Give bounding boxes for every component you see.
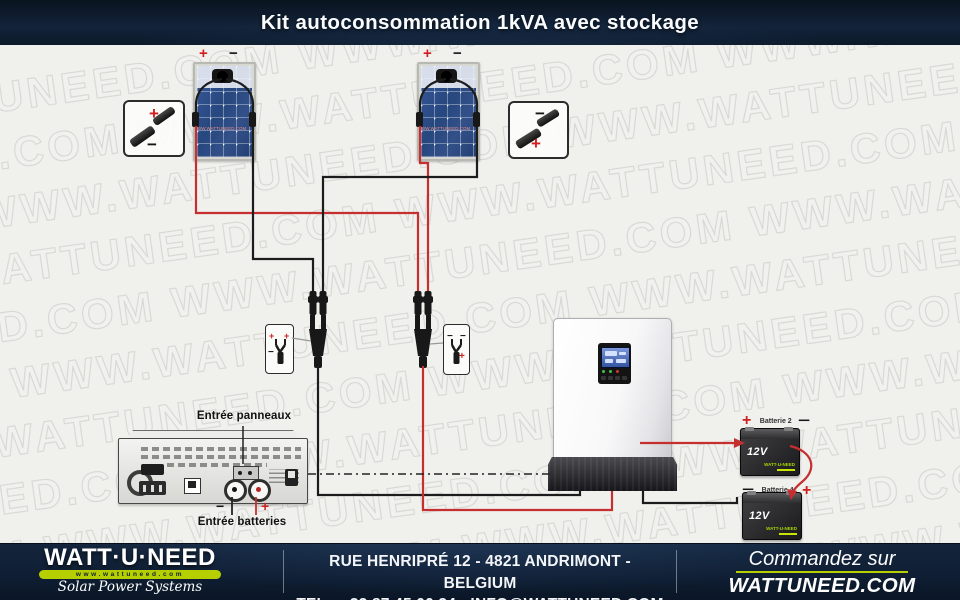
cta-website-link[interactable]: WATTUNEED.COM xyxy=(728,574,916,597)
footer-divider xyxy=(676,550,677,593)
minus-sign: − xyxy=(447,331,453,342)
rj45-hole xyxy=(188,481,196,488)
power-switch-icon xyxy=(285,469,298,486)
led-red xyxy=(616,370,619,373)
battery-brand: WATT-U-NEED xyxy=(764,462,795,467)
minus-sign: − xyxy=(147,135,157,154)
footer-divider xyxy=(283,550,284,593)
branch-detail-box-left: + + − xyxy=(265,324,294,374)
battery2-label-row: + Batterie 2 − xyxy=(742,412,811,432)
pv-hole xyxy=(238,470,242,475)
plus-sign: + xyxy=(284,331,290,341)
battery-negative-terminal xyxy=(747,491,756,495)
inverter-front xyxy=(553,318,672,461)
y-branch-mini-icon xyxy=(450,339,462,364)
page-title: Kit autoconsommation 1kVA avec stockage xyxy=(260,11,700,34)
plus-sign: + xyxy=(149,104,159,123)
rear-unit-body xyxy=(118,438,308,504)
mc4-detail-box-right: − + xyxy=(508,101,569,159)
panel-watermark: WW.WATTUNEED.COM xyxy=(197,126,247,131)
panel2-plus-sign: + xyxy=(423,45,432,62)
junction-box-icon xyxy=(212,69,233,83)
inverter-lcd xyxy=(601,347,630,368)
battery-voltage: 12V xyxy=(749,510,770,522)
pv-input-label: Entrée panneaux xyxy=(196,410,292,422)
order-cta[interactable]: Commandez sur WATTUNEED.COM xyxy=(712,548,932,596)
plus-sign: + xyxy=(742,412,752,429)
mc4-detail-box-left: + − xyxy=(123,100,185,157)
rj45-port-icon xyxy=(184,478,201,494)
battery-negative-terminal xyxy=(784,427,793,431)
battery-brand: WATT-U-NEED xyxy=(766,526,797,531)
pv-input-connector xyxy=(233,466,259,480)
website-pill: www.wattuneed.com xyxy=(39,570,221,579)
battery-brand-bar xyxy=(777,468,795,471)
inverter-button xyxy=(615,376,620,380)
battery-brand-bar xyxy=(779,532,797,535)
cta-underline xyxy=(736,571,908,573)
vent-grille xyxy=(167,463,267,467)
inverter-button xyxy=(622,376,627,380)
inverter-button xyxy=(601,376,606,380)
battery-name: Batterie 4 xyxy=(761,487,794,494)
solar-panel-2: WW.WATTUNEED.COM xyxy=(417,62,480,161)
junction-box-icon xyxy=(436,69,457,83)
inverter-button xyxy=(608,376,613,380)
battery-terminal-positive xyxy=(248,479,271,502)
vent-grille xyxy=(141,447,301,451)
panel2-minus-sign: − xyxy=(453,45,462,62)
footer-bar: WATT·U·NEED www.wattuneed.com Solar Powe… xyxy=(0,543,960,600)
battery-input-label: Entrée batteries xyxy=(197,516,287,528)
plus-sign: + xyxy=(261,498,270,514)
contact-block: RUE HENRIPRÉ 12 - 4821 ANDRIMONT - BELGI… xyxy=(295,551,665,600)
panel1-minus-sign: − xyxy=(229,45,238,62)
minus-sign: − xyxy=(798,412,811,428)
battery-positive-terminal xyxy=(745,427,754,431)
battery-terminal-negative xyxy=(224,479,247,502)
inverter-base xyxy=(548,457,677,491)
vent-grille xyxy=(141,455,301,459)
solar-panel-1: WW.WATTUNEED.COM xyxy=(193,62,256,161)
cta-line1: Commandez sur xyxy=(748,548,896,570)
minus-sign: − xyxy=(535,104,545,123)
ac-terminal-block xyxy=(139,481,166,495)
brand-tagline: Solar Power Systems xyxy=(57,579,203,595)
battery-top xyxy=(741,429,799,439)
plus-sign: + xyxy=(531,134,541,153)
address-line: RUE HENRIPRÉ 12 - 4821 ANDRIMONT - BELGI… xyxy=(329,553,631,592)
y-branch-mini-icon xyxy=(274,339,286,364)
inverter-control-panel xyxy=(598,343,631,384)
panel-watermark: WW.WATTUNEED.COM xyxy=(421,126,471,131)
battery-positive-terminal xyxy=(786,491,795,495)
battery-4: 12V WATT-U-NEED xyxy=(742,491,802,540)
header-bar: Kit autoconsommation 1kVA avec stockage xyxy=(0,0,960,45)
label-plate xyxy=(141,464,164,475)
brand-logo: WATT·U·NEED xyxy=(44,544,216,571)
switch-cap xyxy=(288,471,295,478)
plus-sign: + xyxy=(459,351,465,362)
minus-sign: − xyxy=(268,347,274,358)
minus-sign: − xyxy=(460,331,466,342)
logo-block: WATT·U·NEED www.wattuneed.com Solar Powe… xyxy=(28,544,232,595)
branch-detail-box-right: − − + xyxy=(443,324,470,375)
plus-sign: + xyxy=(802,482,812,499)
led-green xyxy=(609,370,612,373)
led-green xyxy=(602,370,605,373)
battery-name: Batterie 2 xyxy=(759,418,792,425)
pv-hole xyxy=(248,470,252,475)
panel1-plus-sign: + xyxy=(199,45,208,62)
battery-top xyxy=(743,493,801,503)
plus-sign: + xyxy=(269,331,275,341)
battery-2: 12V WATT-U-NEED xyxy=(740,427,800,476)
minus-sign: − xyxy=(216,498,225,514)
contact-line: TEL.: +32 87 45 00 34 - INFO@WATTUNEED.C… xyxy=(295,594,665,600)
battery-voltage: 12V xyxy=(747,446,768,458)
